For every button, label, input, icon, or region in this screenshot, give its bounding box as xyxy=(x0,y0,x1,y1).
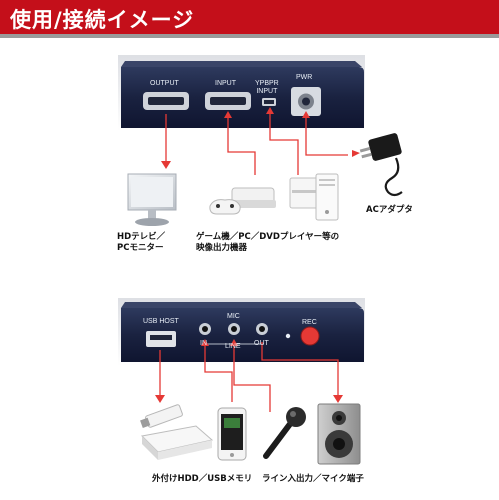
connector-input-from-game xyxy=(227,114,256,175)
arrow-to-in xyxy=(201,339,209,346)
hdmi-input-port xyxy=(205,92,251,110)
bottom-device xyxy=(118,298,365,366)
hdmi-output-port xyxy=(143,92,189,110)
caption-game-line1: ゲーム機／PC／DVDプレイヤー等の xyxy=(196,232,340,242)
connector-power-from-adapter xyxy=(305,114,348,156)
usb-memory-icon xyxy=(140,404,183,428)
audio-out-jack xyxy=(256,323,268,335)
arrow-to-storage xyxy=(155,395,165,403)
caption-game-line2: 映像出力機器 xyxy=(196,243,248,253)
game-console-icon xyxy=(209,173,339,221)
arrow-to-speaker xyxy=(333,395,343,403)
section-header: 使用/接続イメージ xyxy=(0,0,499,38)
ac-adapter-icon xyxy=(352,133,403,197)
status-led xyxy=(285,333,291,339)
arrow-to-pwr xyxy=(302,111,310,118)
connector-out-to-speaker xyxy=(261,342,339,398)
tv-monitor-icon xyxy=(127,173,177,226)
connector-in-to-phone xyxy=(204,342,233,402)
header-red-bar xyxy=(0,0,499,34)
smartphone-icon xyxy=(217,407,247,461)
port-label-output: OUTPUT xyxy=(150,80,179,87)
arrow-to-mic xyxy=(230,339,238,346)
bottom-device-body xyxy=(121,308,364,362)
header-gray-stripe xyxy=(0,34,499,38)
arrow-to-ypbpr xyxy=(266,107,274,114)
caption-game: ゲーム機／PC／DVDプレイヤー等の 映像出力機器 xyxy=(196,232,339,254)
bottom-arrowheads xyxy=(155,339,343,403)
port-label-out: OUT xyxy=(254,340,269,347)
bottom-connectors xyxy=(159,342,339,412)
rec-button[interactable] xyxy=(300,326,320,346)
caption-ac-adapter: ACアダプタ xyxy=(366,205,413,215)
top-device-top-edge xyxy=(121,61,362,67)
power-port xyxy=(291,87,321,116)
caption-hdtv: HDテレビ／ PCモニター xyxy=(117,232,165,254)
external-hdd-icon xyxy=(140,425,214,460)
speaker-icon xyxy=(317,403,361,465)
arrow-to-tv xyxy=(161,161,171,169)
port-label-rec: REC xyxy=(302,319,317,326)
arrow-to-input xyxy=(224,111,232,118)
port-label-input: INPUT xyxy=(215,80,236,87)
top-device xyxy=(118,55,365,131)
caption-audio: ライン入出力／マイク端子 xyxy=(262,474,364,484)
top-connectors xyxy=(165,110,348,175)
ypbpr-input-port xyxy=(262,98,276,106)
mic-jack xyxy=(228,323,240,335)
port-label-usb-host: USB HOST xyxy=(143,318,179,325)
port-label-ypbpr-line1: YPBPR xyxy=(255,80,279,87)
connector-ypbpr-from-player xyxy=(269,110,299,175)
port-label-ypbpr-line2: INPUT xyxy=(256,88,278,95)
audio-in-jack xyxy=(199,323,211,335)
usb-host-port xyxy=(146,331,176,347)
caption-storage: 外付けHDD／USBメモリ xyxy=(152,474,253,484)
game-controller-icon xyxy=(209,199,241,215)
page-title: 使用/接続イメージ xyxy=(10,8,195,32)
caption-hdtv-line1: HDテレビ／ xyxy=(117,232,166,242)
top-arrowheads xyxy=(161,107,310,169)
connector-mic-to-microphone xyxy=(233,342,271,412)
port-label-in: IN xyxy=(200,340,207,347)
port-label-mic: MIC xyxy=(227,313,240,320)
port-label-pwr: PWR xyxy=(296,74,313,81)
port-label-ypbpr: YPBPR INPUT xyxy=(255,80,279,96)
caption-hdtv-line2: PCモニター xyxy=(117,243,164,253)
bottom-device-top-edge xyxy=(121,302,362,308)
port-label-line: LINE xyxy=(225,343,241,350)
microphone-icon xyxy=(263,407,306,459)
